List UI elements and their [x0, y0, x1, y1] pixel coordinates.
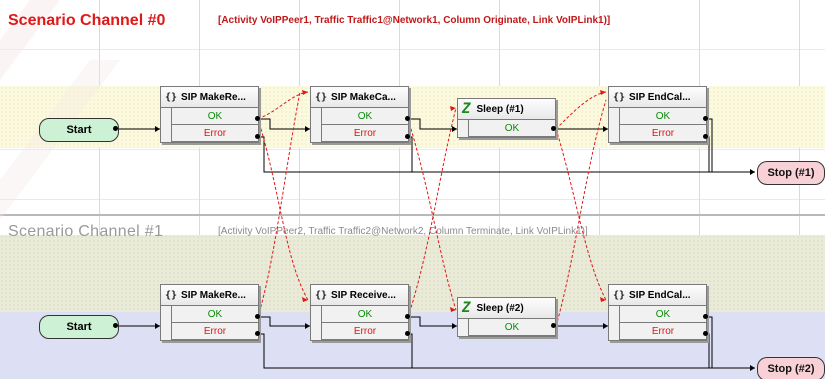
channel0-node-sip-make-request[interactable]: {}SIP MakeRe... OK Error [160, 86, 259, 143]
output-dot[interactable] [551, 126, 556, 131]
channel1-node-sip-end-call[interactable]: {}SIP EndCal... OK Error [608, 284, 707, 341]
output-dot[interactable] [113, 126, 118, 131]
output-dot[interactable] [113, 323, 118, 328]
node-title: SIP MakeRe... [181, 289, 246, 301]
code-brace-icon: {} [165, 91, 178, 103]
output-dot[interactable] [255, 134, 260, 139]
output-dot[interactable] [255, 331, 260, 336]
output-dot[interactable] [255, 116, 260, 121]
channel0-title: Scenario Channel #0 [8, 12, 166, 29]
ok-port[interactable]: OK [619, 108, 706, 125]
ok-port[interactable]: OK [468, 319, 555, 336]
channel1-node-sip-receive[interactable]: {}SIP Receive... OK Error [310, 284, 409, 341]
error-port[interactable]: Error [171, 323, 258, 340]
channel1-node-sip-make-request[interactable]: {}SIP MakeRe... OK Error [160, 284, 259, 341]
ok-port[interactable]: OK [468, 120, 555, 137]
output-dot[interactable] [405, 134, 410, 139]
output-dot[interactable] [703, 134, 708, 139]
error-port[interactable]: Error [321, 323, 408, 340]
node-title: SIP Receive... [331, 289, 396, 301]
error-port[interactable]: Error [619, 125, 706, 142]
ok-port[interactable]: OK [171, 306, 258, 323]
sleep-icon: Z [462, 101, 471, 117]
output-dot[interactable] [405, 314, 410, 319]
ok-port[interactable]: OK [321, 108, 408, 125]
channel1-subtitle: [Activity VoIPPeer2, Traffic Traffic2@Ne… [218, 226, 588, 237]
code-brace-icon: {} [315, 91, 328, 103]
code-brace-icon: {} [613, 91, 626, 103]
output-dot[interactable] [405, 331, 410, 336]
ok-port[interactable]: OK [171, 108, 258, 125]
output-dot[interactable] [703, 314, 708, 319]
channel0-stop-button[interactable]: Stop (#1) [757, 161, 825, 185]
output-dot[interactable] [703, 331, 708, 336]
ok-port[interactable]: OK [619, 306, 706, 323]
node-title: SIP MakeCa... [331, 91, 396, 103]
output-dot[interactable] [703, 116, 708, 121]
code-brace-icon: {} [315, 289, 328, 301]
output-dot[interactable] [405, 116, 410, 121]
channel1-node-sleep[interactable]: Z Sleep (#2) OK [457, 297, 556, 337]
channel0-subtitle: [Activity VoIPPeer1, Traffic Traffic1@Ne… [218, 15, 611, 26]
output-dot[interactable] [551, 323, 556, 328]
channel0-node-sleep[interactable]: Z Sleep (#1) OK [457, 98, 556, 138]
sleep-icon: Z [462, 300, 471, 316]
channel0-start-button[interactable]: Start [39, 118, 119, 142]
code-brace-icon: {} [613, 289, 626, 301]
channel1-stop-button[interactable]: Stop (#2) [757, 357, 825, 379]
channel1-start-button[interactable]: Start [39, 315, 119, 339]
error-port[interactable]: Error [619, 323, 706, 340]
channel0-node-sip-end-call[interactable]: {}SIP EndCal... OK Error [608, 86, 707, 143]
node-title: SIP EndCal... [629, 289, 691, 301]
node-title: Sleep (#2) [476, 302, 524, 314]
channel0-node-sip-make-call[interactable]: {}SIP MakeCa... OK Error [310, 86, 409, 143]
code-brace-icon: {} [165, 289, 178, 301]
output-dot[interactable] [255, 314, 260, 319]
error-port[interactable]: Error [321, 125, 408, 142]
channel-separator [0, 214, 825, 216]
node-title: SIP EndCal... [629, 91, 691, 103]
channel1-title: Scenario Channel #1 [8, 223, 164, 240]
node-title: SIP MakeRe... [181, 91, 246, 103]
error-port[interactable]: Error [171, 125, 258, 142]
node-title: Sleep (#1) [476, 103, 524, 115]
ok-port[interactable]: OK [321, 306, 408, 323]
